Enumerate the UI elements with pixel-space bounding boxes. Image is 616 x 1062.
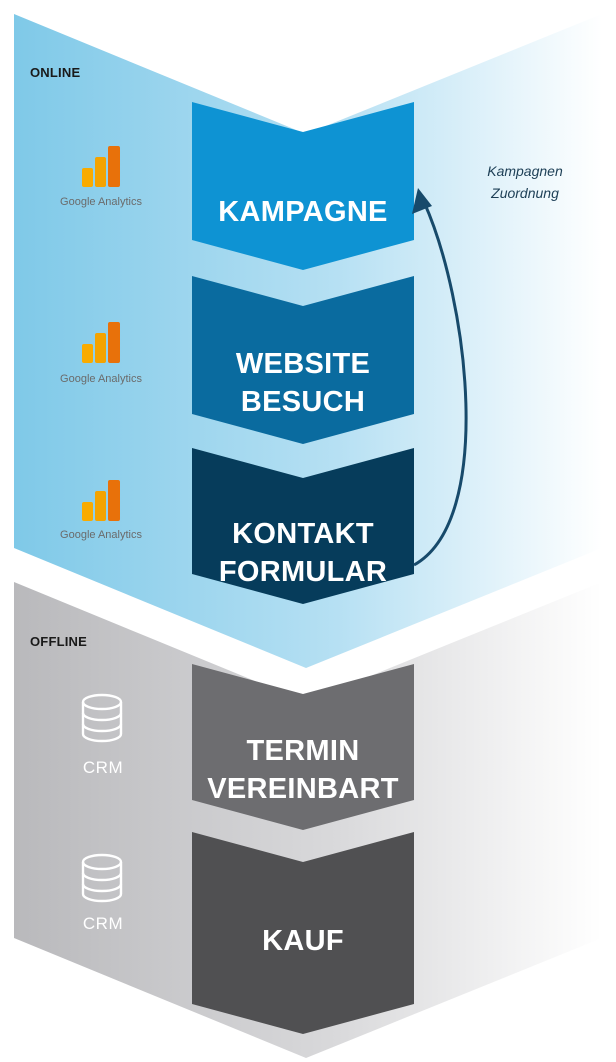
tool-label-google-analytics: Google Analytics — [60, 196, 142, 208]
step-kontakt-chevron — [192, 448, 414, 604]
feedback-arrowhead — [412, 188, 432, 214]
step-kauf-chevron — [192, 832, 414, 1034]
tool-label-google-analytics: Google Analytics — [60, 529, 142, 541]
tool-label-crm: CRM — [82, 758, 124, 777]
feedback-note: Kampagnen Zuordnung — [487, 163, 563, 201]
step-label-kampagne: KAMPAGNE — [218, 196, 388, 228]
feedback-arrow — [413, 201, 468, 567]
step-label-kauf: KAUF — [262, 925, 344, 957]
section-label-online: ONLINE — [30, 65, 81, 80]
google-analytics-icon — [82, 322, 120, 363]
step-website-chevron — [192, 276, 414, 444]
step-label-kontakt-formular: KONTAKT FORMULAR — [218, 518, 388, 588]
tool-label-crm: CRM — [82, 914, 124, 933]
google-analytics-icon — [82, 146, 120, 187]
database-icon — [81, 853, 123, 903]
step-label-termin-vereinbart: TERMIN VEREINBART — [207, 735, 399, 805]
database-icon — [81, 693, 123, 743]
step-kampagne-chevron — [192, 102, 414, 270]
google-analytics-icon — [82, 480, 120, 521]
section-label-offline: OFFLINE — [30, 634, 88, 649]
step-termin-chevron — [192, 664, 414, 830]
step-label-website-besuch: WEBSITE BESUCH — [235, 348, 371, 418]
tool-label-google-analytics: Google Analytics — [60, 373, 142, 385]
